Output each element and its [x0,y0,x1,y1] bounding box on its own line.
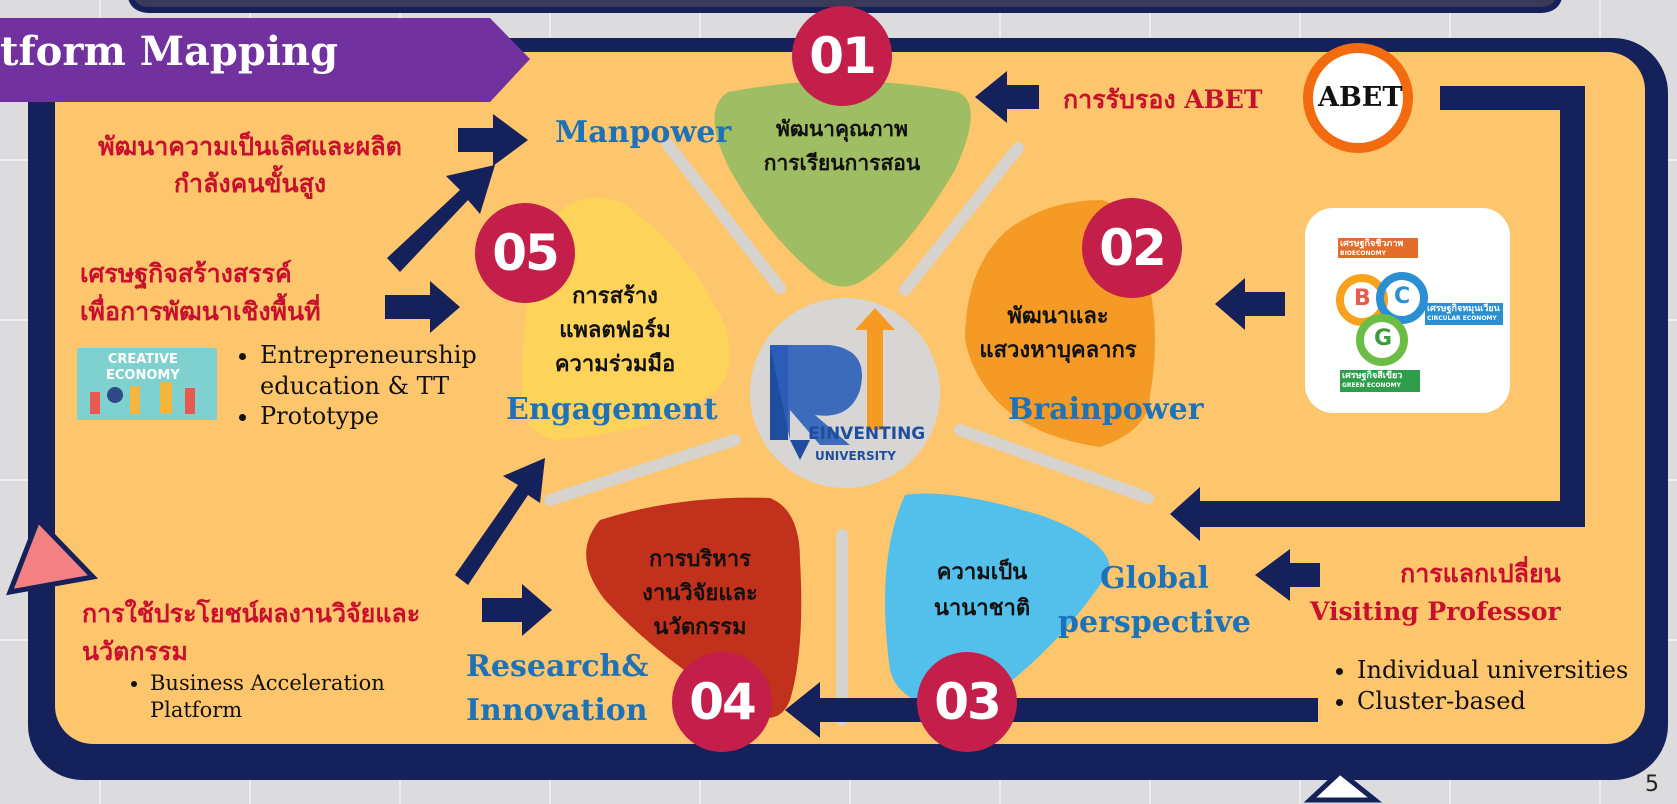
label-manpower: Manpower [555,115,732,150]
exchange-bullet-list: Individual universities Cluster-based [1335,655,1628,716]
creative-line: เศรษฐกิจสร้างสรรค์ [80,259,292,288]
exchange-text: การแลกเปลี่ยน Visiting Professor [1310,555,1561,631]
bcg-letter-c: C [1394,284,1411,309]
bcg-green-thai: เศรษฐกิจสีเขียว [1342,371,1403,381]
bullet-item: Prototype [260,401,477,432]
label-research-line: Innovation [466,693,648,728]
number-badge-05: 05 [475,203,575,303]
page-title: tform Mapping [0,28,339,75]
creative-image-line: ECONOMY [106,368,180,383]
excellence-line: พัฒนาความเป็นเลิศและผลิต [98,132,402,161]
creative-image-caption: CREATIVE ECONOMY [106,352,180,384]
bcg-logo-icon [1336,238,1503,392]
creative-image-figures-icon [90,382,195,414]
label-brainpower: Brainpower [1008,392,1204,427]
bullet-text: Entrepreneurship [260,341,477,369]
petal-04-line: นวัตกรรม [653,615,747,640]
petal-03-text: ความเป็น นานาชาติ [912,555,1052,627]
creative-economy-text: เศรษฐกิจสร้างสรรค์ เพื่อการพัฒนาเชิงพื้น… [80,255,321,331]
label-engagement: Engagement [506,392,718,427]
logo-text-einventing: EINVENTING [808,424,926,444]
petal-05-line: ความร่วมมือ [554,352,676,377]
abet-accreditation-label: การรับรอง ABET [1063,85,1263,114]
page-number: 5 [1645,772,1659,797]
bullet-text: Platform [150,697,243,722]
exchange-line: Visiting Professor [1310,597,1561,626]
petal-03-line: ความเป็น [936,560,1028,585]
number-badge-04: 04 [672,652,772,752]
research-line: การใช้ประโยชน์ผลงานวิจัยและ [82,599,421,628]
pink-triangle [6,515,99,596]
bcg-circular-thai: เศรษฐกิจหมุนเวียน [1427,304,1500,314]
top-panel-edge [128,0,1562,13]
number-badge-01: 01 [792,6,892,106]
excellence-line: กำลังคนขั้นสูง [173,169,327,198]
label-global-perspective: Global perspective [1058,557,1251,645]
label-global-line: perspective [1058,605,1251,640]
title-banner [0,18,530,102]
bullet-item: Individual universities [1357,655,1628,686]
petal-01-text: พัฒนาคุณภาพ การเรียนการสอน [742,112,942,180]
label-research-innovation: Research& Innovation [466,645,648,733]
research-line: นวัตกรรม [82,637,188,666]
ray-lines [544,139,1154,726]
petal-04-text: การบริหาร งานวิจัยและ นวัตกรรม [610,543,790,645]
creative-line: เพื่อการพัฒนาเชิงพื้นที่ [80,297,321,326]
petal-01-line: พัฒนาคุณภาพ [776,117,908,141]
petal-05-line: การสร้าง [572,284,658,309]
reinventing-logo-icon [770,308,895,460]
bcg-letter-b: B [1354,286,1371,311]
label-global-line: Global [1100,561,1209,596]
logo-text-university: UNIVERSITY [815,449,896,463]
petal-04-line: งานวิจัยและ [642,581,758,606]
number-badge-02: 02 [1082,198,1182,298]
bcg-letter-g: G [1374,326,1393,351]
white-triangle [1303,768,1383,803]
bcg-green-en: GREEN ECONOMY [1342,382,1401,389]
creative-image-line: CREATIVE [107,352,178,367]
excellence-text: พัฒนาความเป็นเลิศและผลิต กำลังคนขั้นสูง [70,128,430,202]
abet-circle [1303,43,1413,153]
exchange-line: การแลกเปลี่ยน [1400,559,1561,588]
petal-01-line: การเรียนการสอน [763,151,921,175]
flow-arrows [385,71,1585,738]
number-badge-03: 03 [917,652,1017,752]
bcg-bio-thai: เศรษฐกิจชีวภาพ [1340,239,1404,249]
label-research-line: Research& [466,649,649,684]
bcg-circular-en: CIRCULAR ECONOMY [1427,315,1497,322]
petal-01 [714,81,971,287]
bullet-text: education & TT [260,371,450,400]
petal-05-text: การสร้าง แพลตฟอร์ม ความร่วมมือ [535,280,695,382]
bullet-text: Business Acceleration [150,671,385,695]
bcg-bio-en: BIOECONOMY [1340,250,1386,257]
petal-03 [885,493,1110,704]
petal-04-line: การบริหาร [649,547,751,572]
abet-logo-text: ABET [1318,82,1403,113]
research-utilization-text: การใช้ประโยชน์ผลงานวิจัยและ นวัตกรรม [82,595,420,671]
petal-02-line: พัฒนาและ [1007,304,1109,329]
petal-03-line: นานาชาติ [933,596,1031,621]
petal-05-line: แพลตฟอร์ม [559,318,671,343]
petal-02-line: แสวงหาบุคลากร [979,338,1137,363]
petal-02-text: พัฒนาและ แสวงหาบุคลากร [958,300,1158,368]
bcg-card [1305,208,1510,413]
bullet-item: Cluster-based [1357,686,1628,717]
